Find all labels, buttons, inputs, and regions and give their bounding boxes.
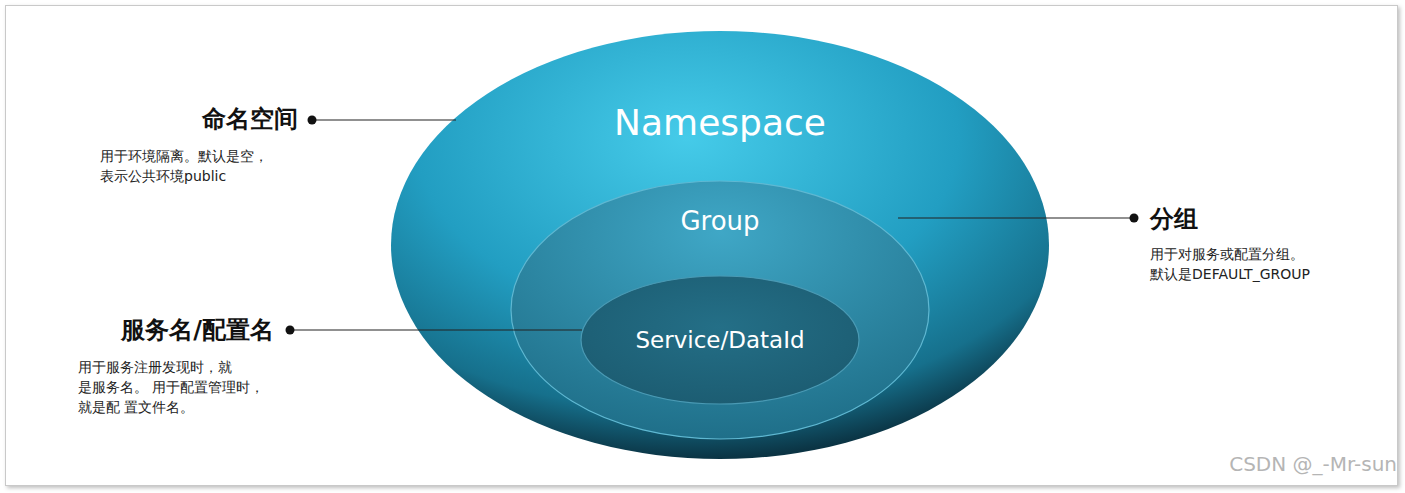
callout-note: 用于对服务或配置分组。 默认是DEFAULT_GROUP [1150,244,1350,284]
namespace-ellipse: NamespaceGroupService/DataId [390,30,1050,460]
callout-heading: 分组 [1150,203,1198,235]
leader-dot [308,116,317,125]
leader-line [290,329,582,330]
ellipse [581,276,859,404]
leader-line [312,119,456,120]
leader-dot [1130,214,1139,223]
ellipse [511,181,929,439]
callout-heading: 服务名/配置名 [121,314,274,346]
service-ellipse: Service/DataId [580,275,860,405]
callout-note: 用于服务注册发现时，就 是服务名。 用于配置管理时，就是配 置文件名。 [78,357,268,417]
callout-heading: 命名空间 [202,103,298,135]
leader-line [898,217,1134,218]
node-title: Group [510,206,930,236]
leader-dot [286,326,295,335]
node-title: Service/DataId [580,327,860,353]
ellipse [391,31,1049,459]
node-title: Namespace [390,102,1050,143]
group-ellipse: GroupService/DataId [510,180,930,440]
watermark: CSDN @_-Mr-sun [1229,452,1397,476]
callout-note: 用于环境隔离。默认是空， 表示公共环境public [100,146,310,186]
